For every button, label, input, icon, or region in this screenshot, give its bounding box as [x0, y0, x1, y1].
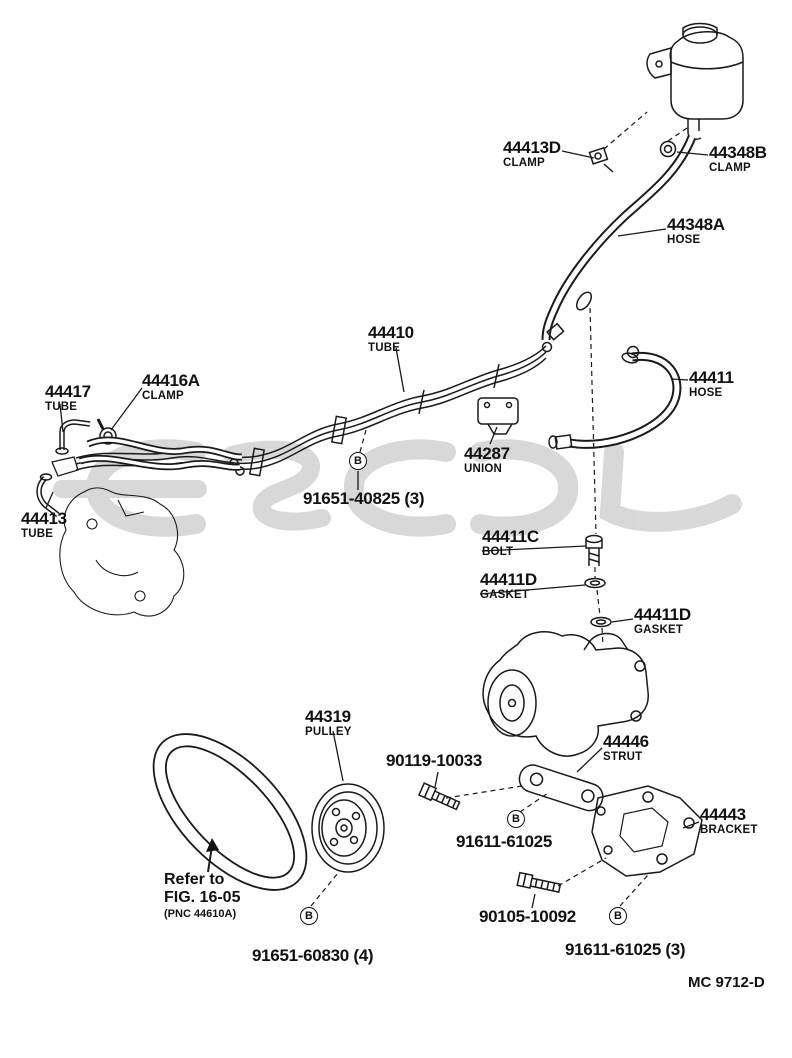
part-label-91651-40825: 91651-40825 (3) [303, 489, 425, 508]
part-descriptor: GASKET [634, 623, 684, 636]
part-label-90119-10033: 90119-10033 [386, 752, 482, 770]
part-number: 44416A [142, 371, 200, 390]
part-number: 44411D [480, 570, 537, 589]
part-number: 44411D [634, 605, 691, 624]
pump-drawing [482, 631, 649, 757]
bolt-44411c-drawing [585, 534, 603, 566]
part-descriptor: TUBE [45, 400, 78, 413]
reservoir-drawing [646, 22, 744, 141]
part-number: 44443 [700, 805, 746, 824]
part-descriptor: HOSE [667, 233, 701, 246]
refer-note: Refer to FIG. 16-05 (PNC 44610A) [164, 871, 240, 920]
union-44287-drawing [477, 397, 519, 435]
part-descriptor: BRACKET [700, 823, 758, 836]
strut-44446-drawing [518, 764, 604, 812]
part-label-44348b: 44348B CLAMP [709, 144, 767, 174]
part-number: 44348A [667, 215, 725, 234]
part-label-44411: 44411 HOSE [689, 369, 734, 399]
bolt-callout-b-4: B [609, 907, 627, 925]
dashed-lines [310, 111, 688, 907]
part-descriptor: TUBE [21, 527, 54, 540]
part-number: 44410 [368, 323, 414, 342]
bolt-callout-b-1: B [349, 452, 367, 470]
part-descriptor: CLAMP [709, 161, 751, 174]
gasket-44411d-upper-drawing [584, 577, 606, 589]
part-number: 44348B [709, 143, 767, 162]
part-label-44411c: 44411C BOLT [482, 528, 539, 558]
figure-code: MC 9712-D [688, 974, 765, 991]
part-descriptor: PULLEY [305, 725, 352, 738]
part-number: 44417 [45, 382, 91, 401]
part-label-44287: 44287 UNION [464, 445, 510, 475]
line-art [36, 22, 744, 909]
bolt-90105-drawing [516, 871, 562, 893]
part-descriptor: CLAMP [503, 156, 545, 169]
part-descriptor: BOLT [482, 545, 514, 558]
part-number: 44413D [503, 138, 561, 157]
clamp-44413d-drawing [588, 146, 614, 173]
part-label-91611-61025: 91611-61025 [456, 833, 552, 851]
part-number: 44319 [305, 707, 351, 726]
part-label-44410: 44410 TUBE [368, 324, 414, 354]
part-number: 44411 [689, 368, 734, 387]
part-label-44413: 44413 TUBE [21, 510, 67, 540]
part-label-44416a: 44416A CLAMP [142, 372, 200, 402]
refer-note-line1: Refer to [164, 871, 225, 888]
refer-arrow [206, 838, 219, 873]
gasket-44411d-lower-drawing [590, 616, 612, 628]
part-descriptor: GASKET [480, 588, 530, 601]
part-label-44411d-lower: 44411D GASKET [634, 606, 691, 636]
hose-44411-drawing [548, 345, 682, 450]
belt-drawing [152, 733, 308, 891]
part-descriptor: CLAMP [142, 389, 184, 402]
part-descriptor: TUBE [368, 341, 401, 354]
part-number: 44411C [482, 527, 539, 546]
part-descriptor: HOSE [689, 386, 723, 399]
part-number: 44287 [464, 444, 510, 463]
part-label-91611-61025-3: 91611-61025 (3) [565, 940, 686, 959]
part-number: 91611-61025 (3) [565, 940, 686, 959]
part-label-44411d-upper: 44411D GASKET [480, 571, 537, 601]
part-label-90105-10092: 90105-10092 [479, 908, 576, 926]
tube-44417-drawing [55, 419, 91, 455]
clamp-44348b-drawing [659, 140, 677, 158]
part-number: 44446 [603, 732, 649, 751]
part-label-91651-60830: 91651-60830 (4) [252, 946, 374, 965]
part-label-44348a: 44348A HOSE [667, 216, 725, 246]
part-label-44417: 44417 TUBE [45, 383, 91, 413]
part-descriptor: UNION [464, 462, 503, 475]
part-number: 90119-10033 [386, 751, 482, 770]
part-label-44446: 44446 STRUT [603, 733, 649, 763]
part-descriptor: STRUT [603, 750, 643, 763]
part-label-44443: 44443 BRACKET [700, 806, 758, 836]
part-number: 44413 [21, 509, 67, 528]
bolt-90119-drawing [417, 782, 461, 811]
part-label-44319: 44319 PULLEY [305, 708, 352, 738]
watermark [53, 439, 742, 537]
refer-note-line2: FIG. 16-05 [164, 889, 241, 907]
part-number: 91611-61025 [456, 832, 552, 851]
part-number: 90105-10092 [479, 907, 576, 926]
bolt-callout-b-3: B [300, 907, 318, 925]
pulley-44319-drawing [311, 783, 385, 873]
steering-gear-outline [59, 487, 185, 617]
part-number: 91651-60830 (4) [252, 946, 374, 965]
hose-44348a-drawing [541, 135, 697, 353]
part-label-44413d: 44413D CLAMP [503, 139, 561, 169]
leader-lines [45, 150, 709, 909]
part-number: 91651-40825 (3) [303, 489, 425, 508]
tube-44413-drawing [36, 456, 79, 518]
refer-note-line3: (PNC 44610A) [164, 907, 237, 920]
bolt-callout-b-2: B [507, 810, 525, 828]
bracket-44443-drawing [591, 785, 703, 877]
left-hoses-drawing [78, 436, 243, 471]
